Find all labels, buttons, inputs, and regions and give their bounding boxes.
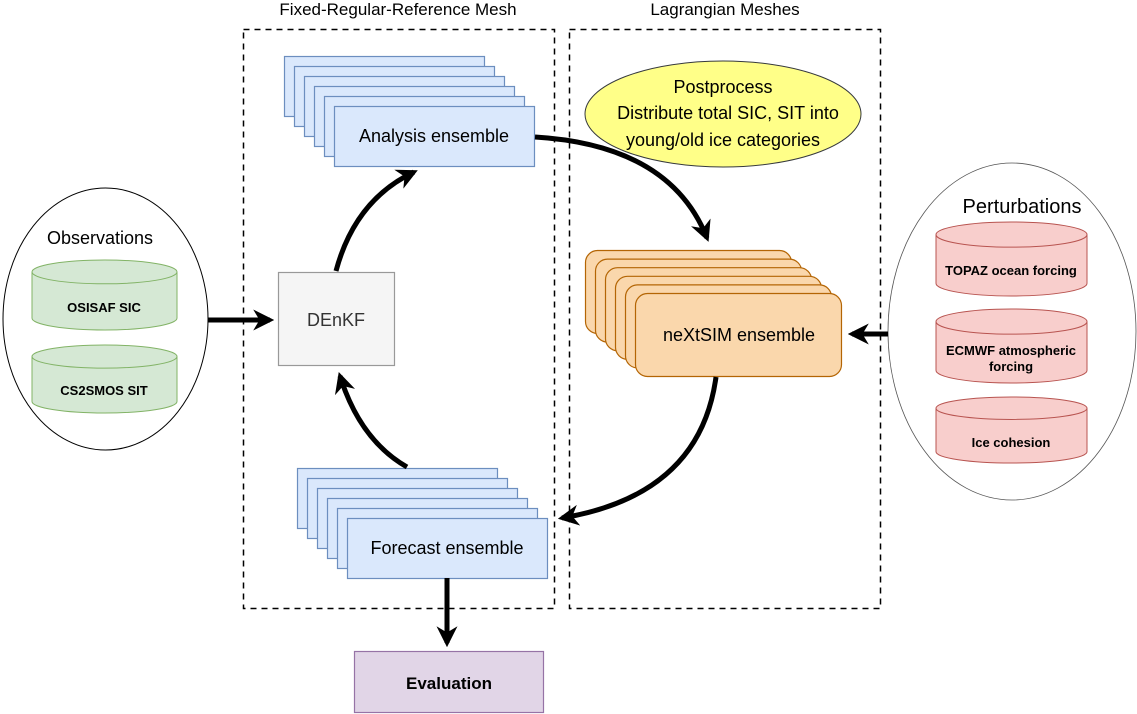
observations-title: Observations — [47, 228, 153, 248]
forecast-ensemble-label: Forecast ensemble — [370, 538, 523, 558]
cylinder-ice-cohesion[interactable] — [935, 396, 1088, 464]
arrow-denkf-to-analysis — [333, 169, 418, 272]
arrow-analysis-to-nextsim — [534, 134, 711, 242]
cylinder-ecmwf[interactable] — [935, 308, 1088, 384]
denkf-label: DEnKF — [307, 310, 365, 330]
cylinder-cs2smos-sit[interactable] — [31, 344, 178, 414]
nextsim-ensemble-label: neXtSIM ensemble — [663, 325, 815, 345]
arrow-nextsim-to-forecast — [557, 376, 719, 526]
cylinder-rim — [935, 234, 1088, 248]
cylinder-body — [935, 396, 1088, 464]
postprocess-line-3: young/old ice categories — [626, 130, 820, 150]
postprocess-line-2: Distribute total SIC, SIT into — [617, 103, 839, 123]
fixed-mesh-title: Fixed-Regular-Reference Mesh — [279, 0, 516, 19]
cs2smos-sit-label: CS2SMOS SIT — [60, 383, 147, 398]
ecmwf-label-line-1: ECMWF atmospheric — [946, 343, 1076, 358]
lagrangian-region — [568, 28, 882, 610]
arrow-forecast-to-denkf — [334, 371, 409, 470]
analysis-ensemble-label: Analysis ensemble — [359, 126, 509, 146]
ensemble-member-box — [634, 292, 843, 378]
osisaf-sic-label: OSISAF SIC — [67, 300, 141, 315]
cylinder-body — [935, 308, 1088, 384]
evaluation-label: Evaluation — [406, 674, 492, 693]
ecmwf-label-line-2: forcing — [989, 359, 1033, 374]
cylinder-osisaf-sic[interactable] — [31, 259, 178, 331]
cylinder-topaz[interactable] — [935, 221, 1088, 297]
cylinder-body — [31, 259, 178, 331]
analysis-ensemble-stack[interactable] — [283, 55, 536, 168]
ensemble-member-box — [333, 105, 536, 168]
ensemble-member-box — [346, 517, 549, 580]
postprocess-line-1: Postprocess — [673, 77, 772, 97]
forecast-ensemble-stack[interactable] — [296, 467, 549, 580]
ice-cohesion-label: Ice cohesion — [972, 435, 1051, 450]
cylinder-body — [935, 221, 1088, 297]
cylinder-body — [31, 344, 178, 414]
evaluation-box[interactable] — [353, 650, 545, 714]
lagrangian-title: Lagrangian Meshes — [650, 0, 799, 19]
cylinder-rim — [31, 356, 178, 369]
cylinder-rim — [31, 271, 178, 285]
perturbations-title: Perturbations — [963, 196, 1082, 218]
cylinder-rim — [935, 321, 1088, 335]
nextsim-ensemble-stack[interactable] — [584, 249, 843, 378]
topaz-label: TOPAZ ocean forcing — [945, 263, 1077, 278]
denkf-box[interactable] — [277, 271, 396, 367]
postprocess-ellipse[interactable] — [584, 60, 862, 168]
cylinder-rim — [935, 408, 1088, 420]
